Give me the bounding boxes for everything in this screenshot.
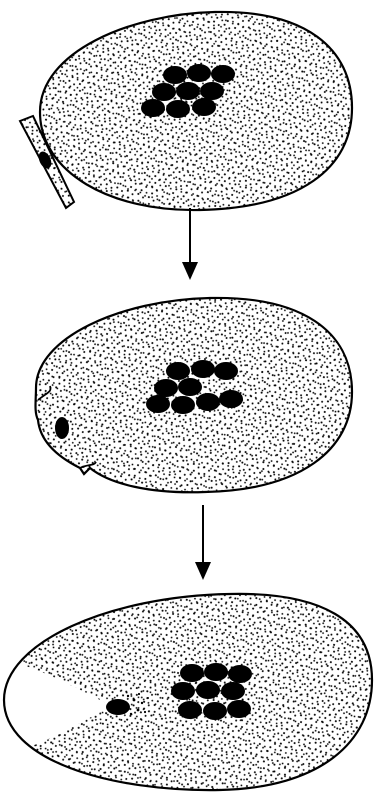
nucleus — [154, 379, 178, 397]
nucleus — [227, 700, 251, 718]
nucleus — [196, 393, 220, 411]
nucleus — [192, 98, 216, 116]
nuclei-cluster-3 — [171, 663, 252, 720]
nucleus — [178, 378, 202, 396]
stage-2 — [36, 298, 353, 492]
nucleus — [200, 82, 224, 100]
stage-3 — [4, 594, 372, 790]
nucleus — [166, 362, 190, 380]
nucleus — [178, 701, 202, 719]
nucleus — [211, 65, 235, 83]
nucleus — [191, 360, 215, 378]
incoming-nucleus — [55, 417, 69, 439]
arrow-2 — [195, 505, 211, 580]
nucleus — [221, 682, 245, 700]
nucleus — [166, 100, 190, 118]
nucleus — [180, 664, 204, 682]
nucleus — [196, 681, 220, 699]
nucleus — [152, 83, 176, 101]
arrow-1 — [182, 208, 198, 280]
nucleus — [171, 396, 195, 414]
nucleus — [214, 362, 238, 380]
nucleus — [204, 663, 228, 681]
nucleus — [171, 682, 195, 700]
nucleus — [176, 82, 200, 100]
nucleus — [141, 99, 165, 117]
nucleus — [146, 395, 170, 413]
nucleus — [203, 702, 227, 720]
nucleus — [219, 390, 243, 408]
nucleus — [163, 66, 187, 84]
nucleus — [187, 64, 211, 82]
nucleus — [228, 665, 252, 683]
stage-1 — [20, 12, 352, 210]
